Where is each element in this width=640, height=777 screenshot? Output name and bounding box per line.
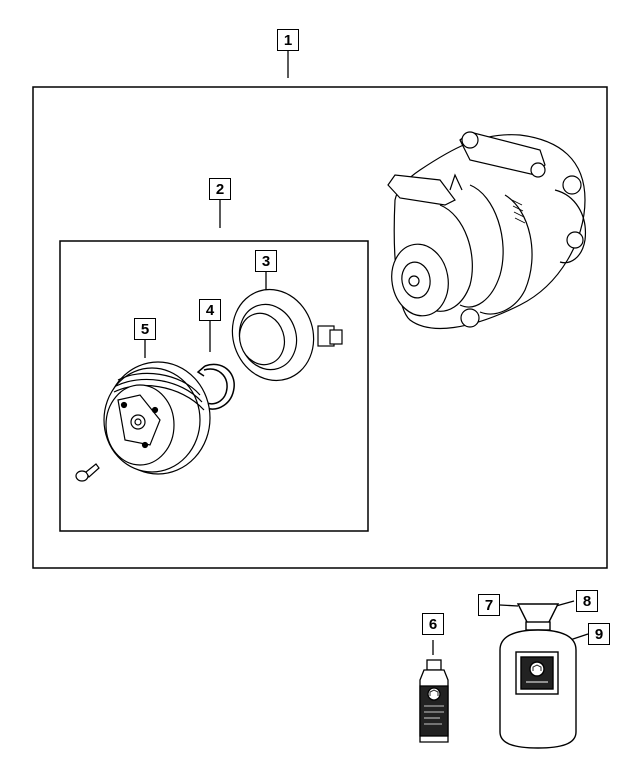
- oil-bottle-icon[interactable]: [419, 659, 449, 743]
- clutch-pulley-icon[interactable]: [103, 361, 211, 475]
- callout-2[interactable]: 2: [209, 178, 231, 200]
- callout-3[interactable]: 3: [255, 250, 277, 272]
- bolt-icon: [75, 463, 100, 482]
- field-coil-icon[interactable]: [221, 279, 343, 391]
- callout-6[interactable]: 6: [422, 613, 444, 635]
- callout-4[interactable]: 4: [199, 299, 221, 321]
- callout-5[interactable]: 5: [134, 318, 156, 340]
- callout-9[interactable]: 9: [588, 623, 610, 645]
- assembly-frame: [32, 86, 608, 569]
- callout-8[interactable]: 8: [576, 590, 598, 612]
- refrigerant-tank-icon[interactable]: [499, 603, 577, 749]
- callout-1[interactable]: 1: [277, 29, 299, 51]
- callout-7[interactable]: 7: [478, 594, 500, 616]
- snap-ring-icon[interactable]: [196, 363, 235, 410]
- leader-lines: [144, 51, 589, 655]
- clutch-kit-frame: [59, 240, 369, 532]
- refrigerant-handle-icon[interactable]: [516, 603, 560, 625]
- refrigerant-cap-icon[interactable]: [525, 621, 551, 631]
- ac-compressor-assembly-icon[interactable]: [386, 131, 587, 329]
